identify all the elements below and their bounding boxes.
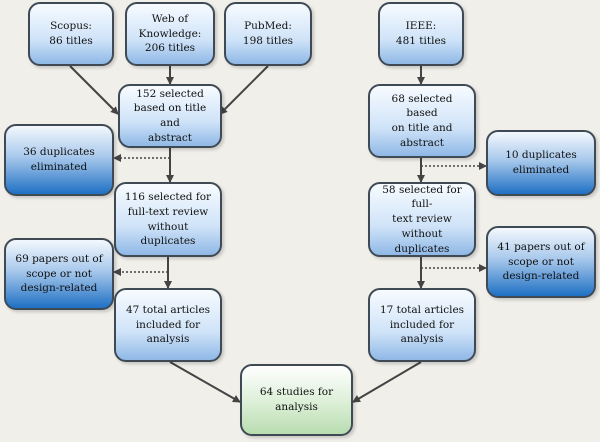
left-fulltext-box: 116 selected for full-text review withou… xyxy=(114,182,222,257)
arrow-scopus-to-selected xyxy=(69,65,119,115)
right-duplicates-box: 10 duplicates eliminated xyxy=(486,130,596,196)
left-fulltext-label: 116 selected for full-text review withou… xyxy=(124,191,212,248)
scopus-label: Scopus: 86 titles xyxy=(49,20,93,47)
right-scope-label: 41 papers out of scope or not design-rel… xyxy=(497,240,585,283)
right-duplicates-label: 10 duplicates eliminated xyxy=(505,149,577,176)
final-studies-box: 64 studies for analysis xyxy=(240,364,353,436)
left-selected-box: 152 selected based on title and abstract xyxy=(118,84,222,148)
left-duplicates-box: 36 duplicates eliminated xyxy=(4,124,114,196)
left-duplicates-label: 36 duplicates eliminated xyxy=(23,146,95,173)
right-total-box: 17 total articles included for analysis xyxy=(368,288,476,362)
web-of-knowledge-label: Web of Knowledge: 206 titles xyxy=(138,12,202,55)
left-scope-label: 69 papers out of scope or not design-rel… xyxy=(15,252,103,295)
right-selected-label: 68 selected based on title and abstract xyxy=(391,92,453,149)
final-studies-label: 64 studies for analysis xyxy=(259,386,334,413)
pubmed-label: PubMed: 198 titles xyxy=(242,20,294,47)
right-total-label: 17 total articles included for analysis xyxy=(379,303,465,346)
ieee-label: IEEE: 481 titles xyxy=(395,20,447,47)
pubmed-box: PubMed: 198 titles xyxy=(224,2,312,66)
arrow-right-total-to-final xyxy=(352,361,422,403)
left-selected-label: 152 selected based on title and abstract xyxy=(133,87,207,144)
right-fulltext-box: 58 selected for full- text review withou… xyxy=(368,182,476,257)
arrow-pubmed-to-selected xyxy=(219,65,269,115)
left-total-box: 47 total articles included for analysis xyxy=(114,288,222,362)
right-fulltext-label: 58 selected for full- text review withou… xyxy=(382,183,462,255)
left-scope-box: 69 papers out of scope or not design-rel… xyxy=(4,238,114,310)
right-scope-box: 41 papers out of scope or not design-rel… xyxy=(486,226,596,298)
ieee-box: IEEE: 481 titles xyxy=(378,2,464,66)
left-total-label: 47 total articles included for analysis xyxy=(125,303,211,346)
arrow-left-total-to-final xyxy=(169,361,241,403)
scopus-box: Scopus: 86 titles xyxy=(28,2,114,66)
web-of-knowledge-box: Web of Knowledge: 206 titles xyxy=(125,2,215,66)
right-selected-box: 68 selected based on title and abstract xyxy=(368,84,476,158)
